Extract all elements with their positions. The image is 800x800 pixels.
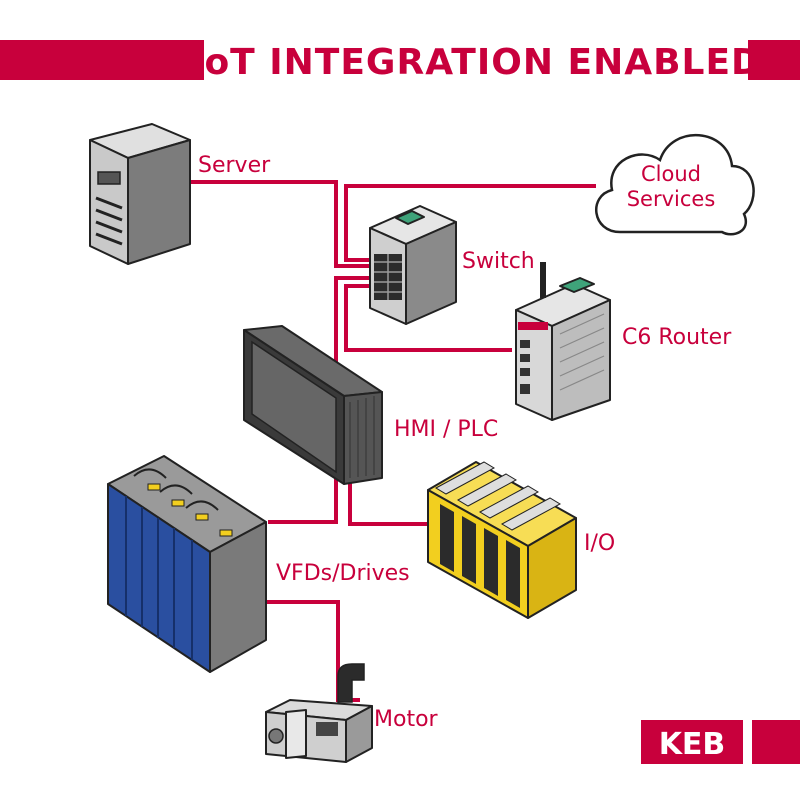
drives-label: VFDs/Drives — [276, 561, 410, 586]
wire-hmi-io — [348, 468, 430, 526]
switch-icon — [369, 205, 457, 325]
motor-label: Motor — [374, 707, 439, 732]
switch-label: Switch — [462, 249, 535, 274]
header-bar-left — [0, 40, 204, 80]
hmi-label: HMI / PLC — [394, 417, 498, 442]
logo-bar-right — [752, 720, 800, 764]
wire-server-switch — [190, 180, 372, 268]
server-label: Server — [198, 153, 271, 178]
router-label: C6 Router — [622, 325, 732, 350]
cloud-label-line2: Services — [627, 187, 716, 211]
page-title: IoT INTEGRATION ENABLED — [190, 42, 762, 83]
logo-box — [641, 720, 743, 764]
cloud-icon — [595, 134, 755, 236]
io-icon — [427, 461, 577, 619]
logo-text: KEB — [659, 727, 726, 762]
drives-icon — [107, 455, 267, 673]
io-label: I/O — [584, 531, 615, 556]
wire-cloud-switch — [344, 184, 596, 262]
wire-switch-router — [344, 284, 512, 352]
keb-logo: KEB — [641, 720, 800, 764]
hmi-icon — [243, 325, 383, 485]
router-icon — [515, 262, 611, 421]
header-bar-right — [748, 40, 800, 80]
cloud-label-line1: Cloud — [641, 162, 701, 186]
server-icon — [89, 123, 191, 265]
motor-icon — [265, 663, 373, 763]
header: IoT INTEGRATION ENABLED — [0, 40, 800, 83]
